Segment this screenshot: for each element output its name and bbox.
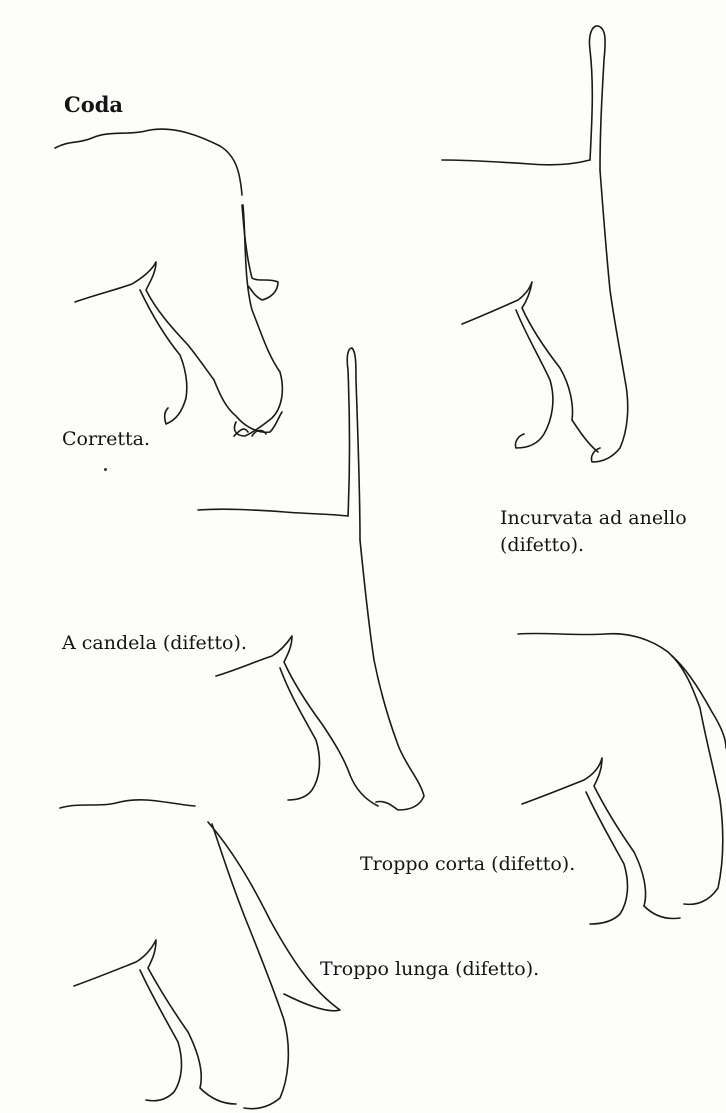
back-outline	[442, 160, 590, 165]
caption-corta: Troppo corta (difetto).	[360, 853, 575, 876]
thigh-outline	[216, 636, 350, 775]
tail-outline	[672, 656, 726, 748]
front-leg-outline	[586, 792, 627, 924]
thigh-outline	[462, 282, 573, 420]
back-outline	[198, 509, 348, 516]
dog-figure-lunga	[60, 800, 340, 1109]
caption-anello-line2: (difetto).	[500, 532, 687, 559]
dog-figure-anello	[442, 26, 628, 462]
front-leg-outline	[140, 290, 187, 424]
tail-outline	[589, 26, 605, 170]
front-leg-outline	[280, 668, 319, 800]
back-outline	[55, 129, 242, 195]
tail-outline	[208, 822, 340, 1011]
rear-outline	[212, 824, 288, 1109]
rear-outline	[684, 708, 723, 904]
caption-lunga: Troppo lunga (difetto).	[320, 958, 539, 981]
page-title: Coda	[64, 92, 123, 117]
caption-corretta: Corretta.	[62, 428, 150, 451]
back-outline	[60, 800, 195, 808]
print-speck	[104, 468, 107, 471]
tail-outline	[347, 348, 360, 540]
thigh-outline	[75, 262, 214, 380]
dog-figure-corretta	[55, 129, 282, 436]
caption-anello: Incurvata ad anello (difetto).	[500, 505, 687, 559]
caption-anello-line1: Incurvata ad anello	[500, 505, 687, 532]
rear-outline	[360, 540, 424, 810]
dog-figure-candela	[198, 348, 424, 810]
rear-outline	[591, 170, 627, 462]
rear-leg-outline	[644, 906, 680, 919]
rear-leg-outline	[214, 380, 282, 432]
rear-leg-outline	[350, 775, 378, 806]
back-outline	[518, 633, 700, 708]
rear-leg-outline	[572, 420, 598, 452]
caption-candela: A candela (difetto).	[62, 632, 247, 655]
dog-figure-corta	[518, 633, 726, 924]
rear-leg-outline	[200, 1088, 236, 1104]
rear-outline	[234, 205, 282, 436]
